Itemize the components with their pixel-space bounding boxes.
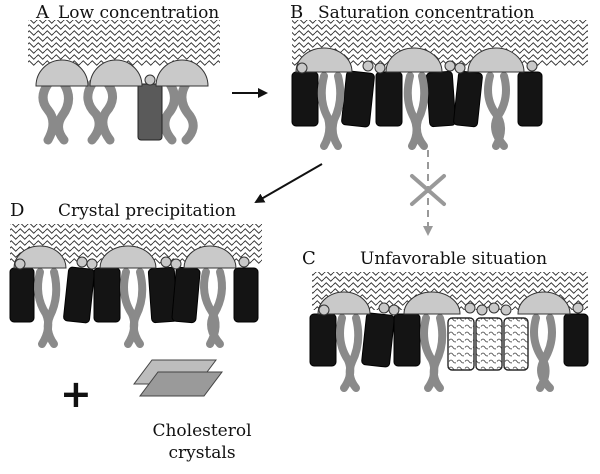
panel-d-letter: D: [10, 200, 25, 221]
panel-a-title: Low concentration: [58, 3, 220, 23]
heads-d: [13, 245, 250, 270]
tails-b: [317, 72, 510, 150]
crystals-label: Cholesterol crystals: [146, 420, 258, 464]
panel-c-title: Unfavorable situation: [360, 249, 548, 269]
cholesterol-crystals-icon: [133, 359, 223, 397]
panel-d-title: Crystal precipitation: [58, 201, 237, 221]
panel-c-letter: C: [302, 248, 316, 269]
cholesterol-group-c: [309, 312, 589, 368]
panel-c: [309, 272, 589, 392]
blocked-x-icon: [410, 174, 446, 206]
plus-sign: +: [60, 372, 92, 416]
cholesterol-group-b: [291, 70, 543, 128]
panel-b-title: Saturation concentration: [318, 3, 535, 23]
water-layer-a: [28, 20, 220, 66]
panel-d: [9, 224, 262, 397]
tails-a: [38, 79, 198, 145]
unfavorable-cholesterol-group: [447, 317, 529, 371]
heads-a: [35, 59, 209, 87]
heads-b: [295, 47, 538, 74]
cholesterol-molecule: [137, 83, 163, 141]
cholesterol-group-d: [9, 266, 259, 324]
heads-c: [317, 291, 584, 316]
blocked-arrow-b-to-c: [410, 150, 446, 236]
crystals-label-line2: crystals: [168, 443, 236, 463]
panel-a-letter: A: [36, 2, 49, 23]
crystals-label-line1: Cholesterol: [152, 421, 252, 441]
arrow-b-to-d: [254, 163, 323, 203]
tails-c: [336, 314, 556, 392]
panel-b-letter: B: [290, 2, 304, 23]
tails-d: [34, 268, 226, 348]
panel-a: [28, 20, 220, 145]
panel-b: [291, 20, 588, 150]
